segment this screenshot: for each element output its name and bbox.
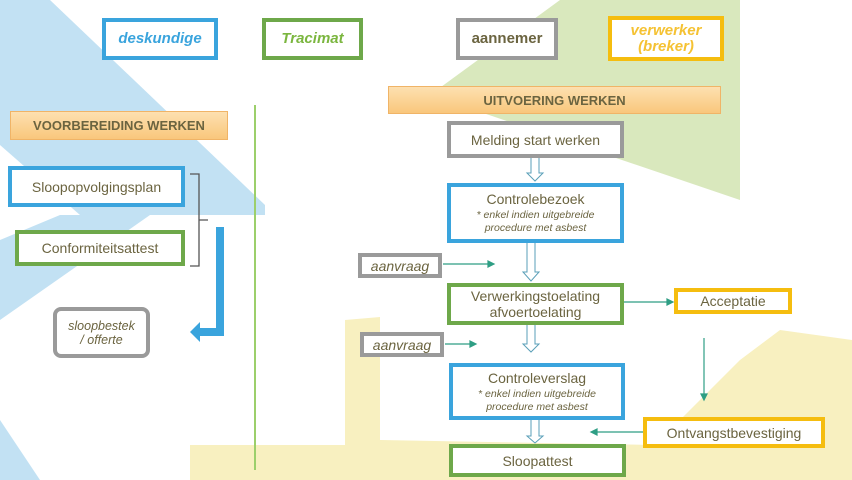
box-melding-start-werken: Melding start werken	[447, 121, 624, 158]
box-controleverslag: Controleverslag * enkel indien uitgebrei…	[449, 363, 625, 420]
flow-arrow-2	[521, 243, 541, 282]
actor-deskundige: deskundige	[102, 18, 218, 60]
phase-execution: UITVOERING WERKEN	[388, 86, 721, 114]
aanvraag-1-label: aanvraag	[370, 257, 430, 274]
box-aanvraag-2: aanvraag	[360, 332, 444, 357]
acceptatie-label: Acceptatie	[700, 293, 766, 309]
box-aanvraag-1: aanvraag	[358, 253, 442, 278]
blue-l-arrow-head	[190, 322, 200, 342]
box-sloopopvolgingsplan: Sloopopvolgingsplan	[8, 166, 185, 207]
actor-tracimat-label: Tracimat	[281, 30, 344, 47]
box-conformiteitsattest: Conformiteitsattest	[15, 230, 185, 266]
sloopopvolgingsplan-label: Sloopopvolgingsplan	[31, 178, 162, 195]
verwerkingstoelating-label-1: Verwerkingstoelating	[470, 288, 601, 304]
flow-arrow-3	[521, 325, 541, 353]
actor-verwerker-label-2: (breker)	[638, 37, 694, 55]
phase-preparation: VOORBEREIDING WERKEN	[10, 111, 228, 140]
controleverslag-note-2: procedure met asbest	[486, 400, 588, 413]
ontvangstbevestiging-label: Ontvangstbevestiging	[666, 424, 802, 441]
phase-preparation-label: VOORBEREIDING WERKEN	[33, 118, 205, 133]
actor-verwerker: verwerker (breker)	[608, 16, 724, 61]
actor-tracimat: Tracimat	[262, 18, 363, 60]
box-verwerkingstoelating: Verwerkingstoelating afvoertoelating	[447, 283, 624, 325]
verwerkingstoelating-label-2: afvoertoelating	[489, 304, 582, 320]
controlebezoek-note-2: procedure met asbest	[484, 222, 587, 234]
flow-arrow-4	[525, 420, 545, 444]
actor-aannemer: aannemer	[456, 18, 558, 60]
box-sloopattest: Sloopattest	[449, 444, 626, 477]
controlebezoek-note-1: * enkel indien uitgebreide	[476, 209, 595, 221]
box-controlebezoek: Controlebezoek * enkel indien uitgebreid…	[447, 183, 624, 243]
controlebezoek-title: Controlebezoek	[486, 191, 585, 207]
controleverslag-note-1: * enkel indien uitgebreide	[478, 387, 596, 400]
controleverslag-title: Controleverslag	[487, 369, 587, 386]
box-sloopbestek: sloopbestek / offerte	[53, 307, 150, 358]
melding-label: Melding start werken	[470, 131, 601, 148]
flow-arrow-1	[525, 158, 545, 182]
box-acceptatie: Acceptatie	[674, 288, 792, 314]
blue-l-arrow	[200, 227, 224, 336]
actor-verwerker-label-1: verwerker	[630, 21, 702, 39]
box-ontvangstbevestiging: Ontvangstbevestiging	[643, 417, 825, 448]
conformiteitsattest-label: Conformiteitsattest	[41, 240, 159, 256]
actor-aannemer-label: aannemer	[471, 30, 543, 47]
sloopattest-label: Sloopattest	[502, 452, 573, 469]
sloopbestek-label-2: / offerte	[80, 332, 123, 347]
phase-execution-label: UITVOERING WERKEN	[483, 92, 626, 108]
sloopbestek-label-1: sloopbestek	[68, 318, 135, 333]
bg-blue-corner	[0, 420, 40, 480]
preparation-bracket	[190, 173, 208, 267]
actor-deskundige-label: deskundige	[118, 30, 202, 47]
bg-blue-band-top	[0, 0, 265, 215]
aanvraag-2-label: aanvraag	[372, 336, 432, 353]
